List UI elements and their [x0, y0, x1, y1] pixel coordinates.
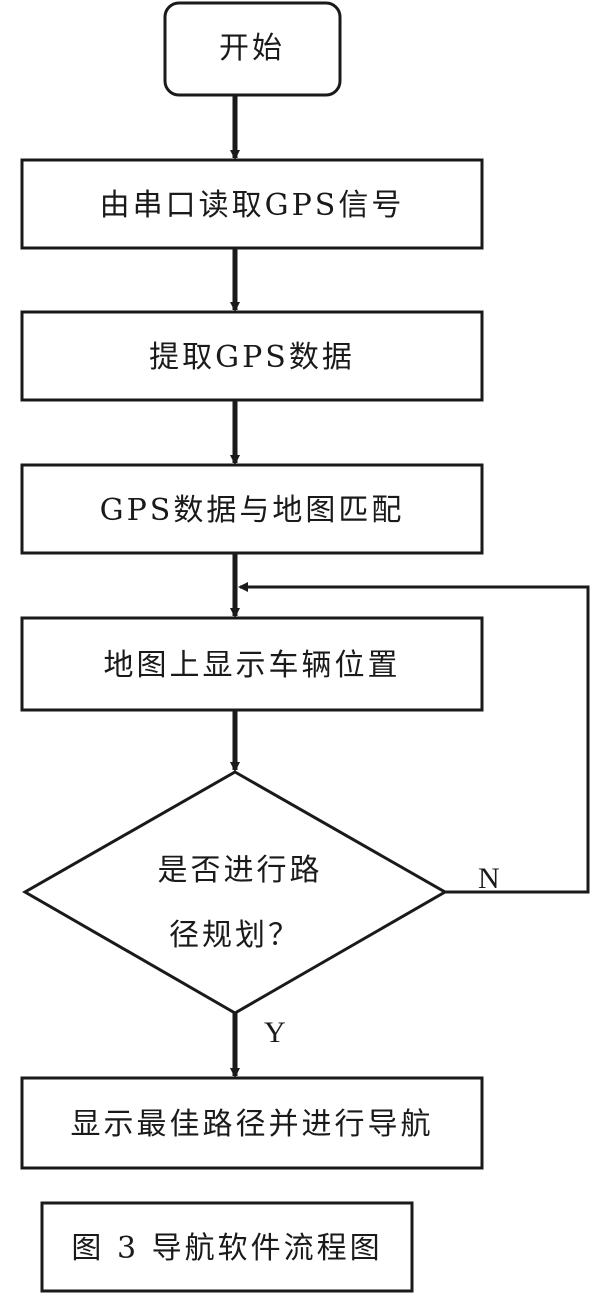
- node-read-serial-label: 由串口读取GPS信号: [100, 188, 405, 223]
- node-show-vehicle-shape: [20, 616, 484, 712]
- node-show-vehicle: 地图上显示车辆位置: [20, 616, 484, 712]
- edge-decision-no-label: N: [478, 862, 500, 895]
- node-decision-label-line-2: 径规划？: [169, 918, 301, 953]
- node-read-serial-shape: [20, 158, 484, 250]
- node-extract-data-shape: [20, 310, 484, 402]
- node-decision-shape: [21, 770, 449, 1015]
- edge-decision-yes: Y: [230, 1013, 286, 1078]
- node-map-match-shape: [20, 463, 484, 555]
- figure-caption-box: [40, 1201, 414, 1293]
- node-decision: 是否进行路 径规划？: [21, 770, 449, 1015]
- node-show-vehicle-label: 地图上显示车辆位置: [104, 648, 401, 683]
- node-navigate-shape: [20, 1076, 484, 1170]
- node-read-serial: 由串口读取GPS信号: [20, 158, 484, 250]
- node-map-match: GPS数据与地图匹配: [20, 463, 484, 555]
- node-extract-data-label: 提取GPS数据: [149, 340, 355, 375]
- edge-decision-no-loop-line: [238, 582, 590, 894]
- edge-decision-no-loop: N: [238, 582, 590, 895]
- node-decision-label-line-1: 是否进行路: [158, 853, 323, 888]
- node-navigate-label: 显示最佳路径并进行导航: [71, 1107, 434, 1142]
- node-start: 开始: [163, 1, 342, 97]
- figure-caption: 图 3 导航软件流程图: [40, 1201, 414, 1293]
- node-map-match-label: GPS数据与地图匹配: [100, 493, 405, 528]
- node-start-shape: [163, 1, 342, 97]
- figure-caption-text: 图 3 导航软件流程图: [71, 1231, 382, 1266]
- node-extract-data: 提取GPS数据: [20, 310, 484, 402]
- edge-decision-yes-label: Y: [264, 1016, 286, 1049]
- node-start-label: 开始: [219, 31, 285, 66]
- node-navigate: 显示最佳路径并进行导航: [20, 1076, 484, 1170]
